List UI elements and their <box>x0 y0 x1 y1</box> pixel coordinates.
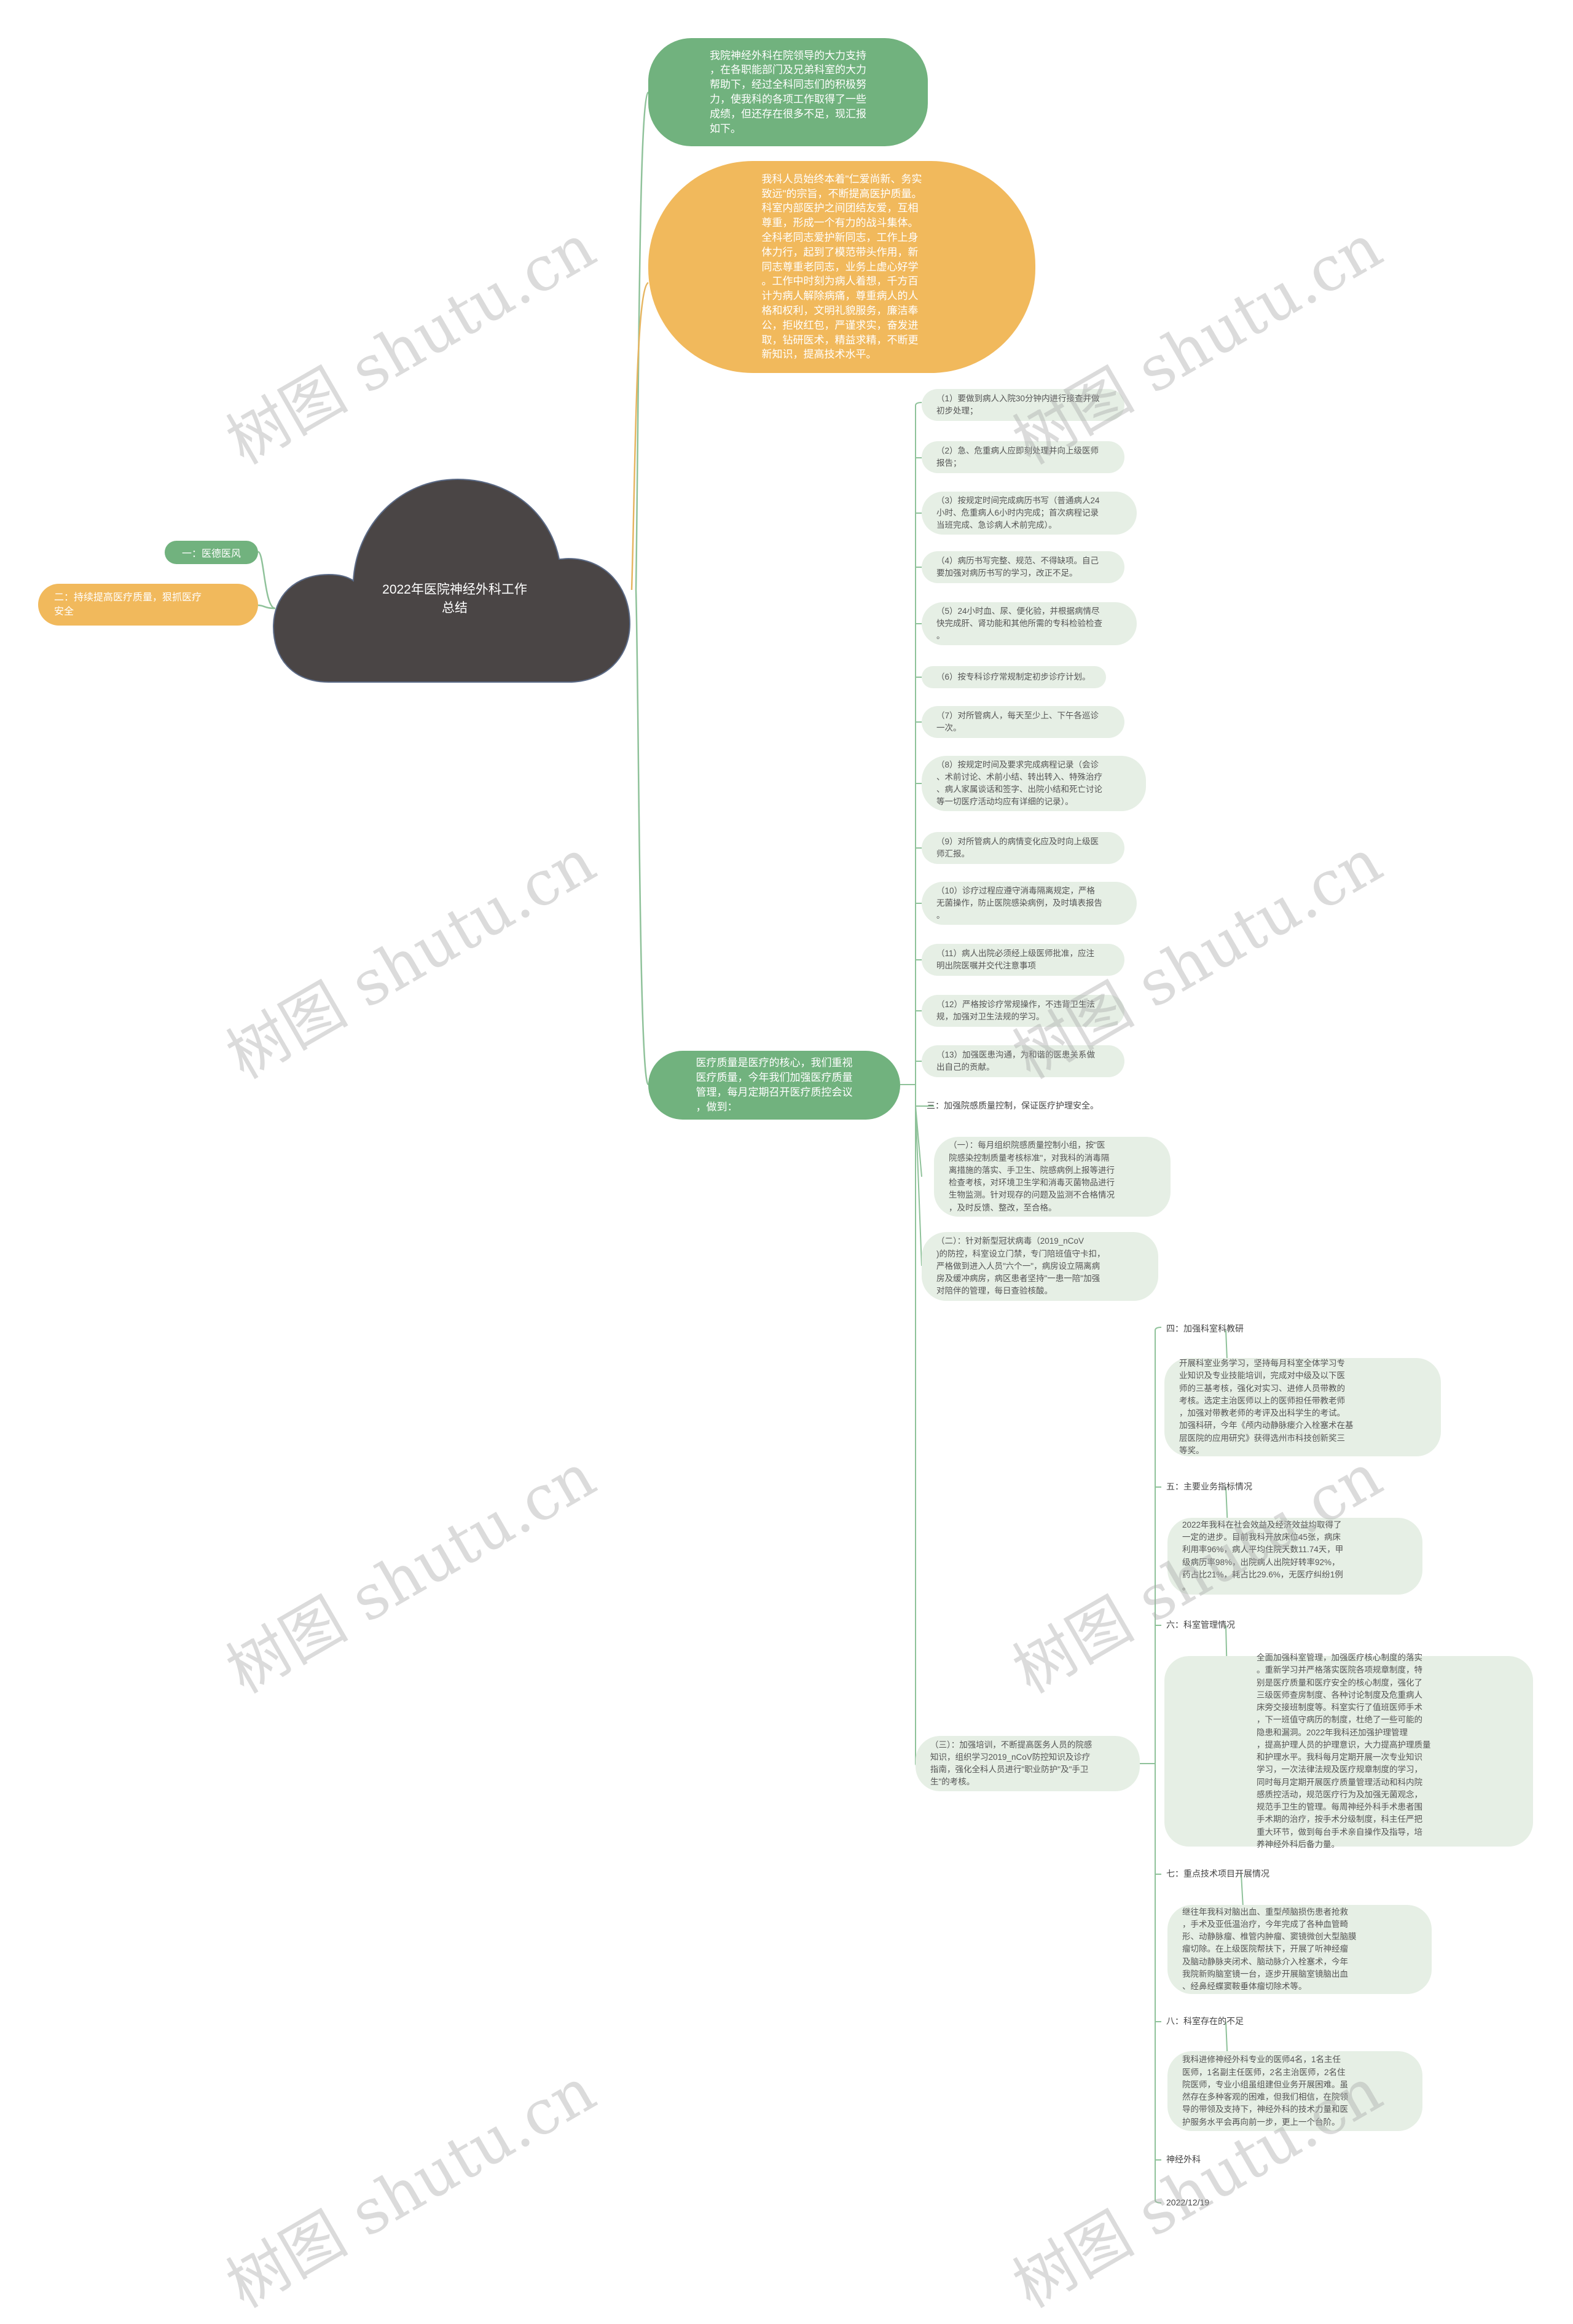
section-6-body[interactable]: 全面加强科室管理，加强医疗核心制度的落实 。重新学习并严格落实医院各项规章制度，… <box>1164 1653 1533 1849</box>
section-8-body[interactable]: 我科进修神经外科专业的医师4名，1名主任 医师，1名副主任医师，2名主治医师，2… <box>1167 2051 1422 2131</box>
section-4-body[interactable]: 开展科室业务学习，坚持每月科室全体学习专 业知识及专业技能培训，完成对中级及以下… <box>1164 1358 1441 1456</box>
quality-node[interactable]: 医疗质量是医疗的核心，我们重视 医疗质量，今年我们加强医疗质量 管理，每月定期召… <box>648 1051 900 1120</box>
section-6-title[interactable]: 六：科室管理情况 <box>1166 1620 1235 1630</box>
infection-control-item-3[interactable]: （三）：加强培训，不断提高医务人员的院感 知识，组织学习2019_nCoV防控知… <box>916 1736 1140 1791</box>
quality-item-8[interactable]: （8）按规定时间及要求完成病程记录（会诊 、术前讨论、术前小结、转出转入、特殊治… <box>922 756 1146 811</box>
ethics-detail-node[interactable]: 我科人员始终本着"仁爱尚新、务实 致远"的宗旨，不断提高医护质量。 科室内部医护… <box>648 161 1035 373</box>
quality-item-6[interactable]: （6）按专科诊疗常规制定初步诊疗计划。 <box>922 666 1106 688</box>
quality-item-12[interactable]: （12）严格按诊疗常规操作，不违背卫生法 规，加强对卫生法规的学习。 <box>922 995 1124 1027</box>
left-branch-quality-safety[interactable]: 二：持续提高医疗质量，狠抓医疗 安全 <box>38 584 258 626</box>
quality-item-9[interactable]: （9）对所管病人的病情变化应及时向上级医 师汇报。 <box>922 832 1124 864</box>
quality-item-4[interactable]: （4）病历书写完整、规范、不得缺项。自己 要加强对病历书写的学习，改正不足。 <box>922 551 1124 583</box>
quality-item-2[interactable]: （2）急、危重病人应即刻处理并向上级医师 报告； <box>922 441 1124 473</box>
section-4-title[interactable]: 四：加强科室科教研 <box>1166 1324 1244 1334</box>
section-7-body[interactable]: 继往年我科对脑出血、重型颅脑损伤患者抢救 ，手术及亚低温治疗，今年完成了各种血管… <box>1167 1905 1432 1994</box>
left-branch-ethics[interactable]: 一：医德医风 <box>165 541 258 564</box>
quality-item-10[interactable]: （10）诊疗过程应遵守消毒隔离规定，严格 无菌操作，防止医院感染病例，及时填表报… <box>922 882 1137 925</box>
section-5-body[interactable]: 2022年我科在社会效益及经济效益均取得了 一定的进步。目前我科开放床位45张，… <box>1167 1518 1422 1595</box>
infection-control-label[interactable]: 三：加强院感质量控制，保证医疗护理安全。 <box>927 1101 1099 1111</box>
intro-node[interactable]: 我院神经外科在院领导的大力支持 ，在各职能部门及兄弟科室的大力 帮助下，经过全科… <box>648 38 928 146</box>
connector-lines <box>257 91 1245 2204</box>
section-8-title[interactable]: 八：科室存在的不足 <box>1166 2016 1244 2027</box>
section-7-title[interactable]: 七：重点技术项目开展情况 <box>1166 1869 1269 1879</box>
root-cloud-shape <box>272 478 631 683</box>
quality-item-3[interactable]: （3）按规定时间完成病历书写（普通病人24 小时、危重病人6小时内完成；首次病程… <box>922 492 1137 535</box>
quality-item-13[interactable]: （13）加强医患沟通，为和谐的医患关系做 出自己的贡献。 <box>922 1045 1124 1077</box>
infection-control-item-2[interactable]: （二）：针对新型冠状病毒（2019_nCoV )的防控，科室设立门禁，专门陪班值… <box>922 1232 1158 1301</box>
root-node[interactable]: 2022年医院神经外科工作 总结 <box>382 582 527 615</box>
quality-item-11[interactable]: （11）病人出院必须经上级医师批准，应注 明出院医嘱并交代注意事项 <box>922 944 1124 976</box>
footer-date[interactable]: 2022/12/19 <box>1166 2197 1210 2208</box>
infection-control-item-1[interactable]: （一）：每月组织院感质量控制小组，按"医 院感染控制质量考核标准"，对我科的消毒… <box>934 1137 1171 1217</box>
footer-department[interactable]: 神经外科 <box>1166 2154 1201 2165</box>
quality-item-5[interactable]: （5）24小时血、尿、便化验，并根据病情尽 快完成肝、肾功能和其他所需的专科检验… <box>922 602 1137 645</box>
quality-item-7[interactable]: （7）对所管病人，每天至少上、下午各巡诊 一次。 <box>922 706 1124 738</box>
quality-item-1[interactable]: （1）要做到病人入院30分钟内进行接查并做 初步处理； <box>922 389 1124 421</box>
section-5-title[interactable]: 五：主要业务指标情况 <box>1166 1482 1252 1492</box>
